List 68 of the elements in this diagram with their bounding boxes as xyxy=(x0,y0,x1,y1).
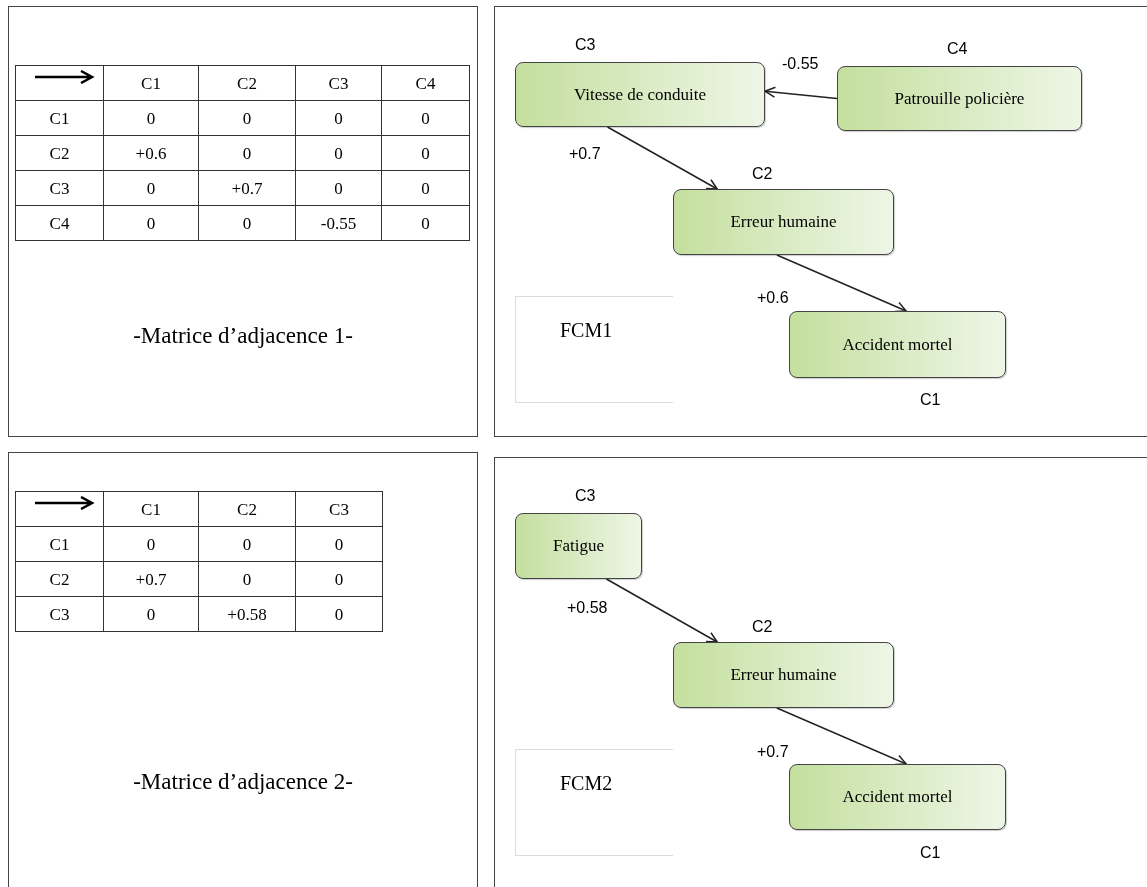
table-cell: 0 xyxy=(295,170,382,206)
header-cell: C3 xyxy=(295,65,382,101)
concept-label: Fatigue xyxy=(553,535,604,558)
panel-frame xyxy=(8,452,478,887)
table-cell: 0 xyxy=(381,170,470,206)
table-cell: 0 xyxy=(295,561,383,597)
panel-frame xyxy=(494,6,1147,437)
panel-frame xyxy=(494,457,1147,887)
table-cell: 0 xyxy=(103,526,199,562)
table-cell: 0 xyxy=(381,100,470,136)
table-cell: 0 xyxy=(295,526,383,562)
header-cell: C3 xyxy=(15,596,104,632)
header-cell: C2 xyxy=(198,65,296,101)
matrix-caption: -Matrice d’adjacence 2- xyxy=(132,768,354,796)
table-cell: 0 xyxy=(103,205,199,241)
matrix-caption: -Matrice d’adjacence 1- xyxy=(132,322,354,350)
arrow xyxy=(605,578,718,643)
arrow xyxy=(606,126,718,190)
header-cell: C1 xyxy=(15,526,104,562)
table-cell: 0 xyxy=(198,135,296,171)
concept-label: Erreur humaine xyxy=(730,664,837,687)
table-cell: 0 xyxy=(295,596,383,632)
table-cell: +0.7 xyxy=(198,170,296,206)
concept-label: Vitesse de conduite xyxy=(573,83,707,106)
table-cell: 0 xyxy=(103,170,199,206)
table-cell: 0 xyxy=(103,100,199,136)
header-cell: C1 xyxy=(15,100,104,136)
concept-id: C3 xyxy=(575,35,596,55)
concept-label: Erreur humaine xyxy=(730,211,837,234)
header-cell: C3 xyxy=(295,491,383,527)
concept-id: C1 xyxy=(920,390,941,410)
concept-id: C2 xyxy=(752,164,773,184)
note-box xyxy=(515,749,673,856)
header-cell: C2 xyxy=(15,135,104,171)
table-cell: 0 xyxy=(198,205,296,241)
table-cell: 0 xyxy=(198,100,296,136)
table-cell: 0 xyxy=(295,100,382,136)
table-cell: +0.7 xyxy=(103,561,199,597)
arrow xyxy=(776,707,907,766)
note-box xyxy=(515,296,673,403)
table-cell: 0 xyxy=(381,205,470,241)
header-cell: C4 xyxy=(381,65,470,101)
concept-label: Accident mortel xyxy=(842,333,953,356)
table-cell: 0 xyxy=(295,135,382,171)
table-cell: +0.58 xyxy=(198,596,296,632)
header-cell: C4 xyxy=(15,205,104,241)
table-cell: 0 xyxy=(198,561,296,597)
panel-frame xyxy=(8,6,478,437)
concept-label: Patrouille policière xyxy=(894,87,1025,110)
header-cell: C2 xyxy=(198,491,296,527)
concept-label: Accident mortel xyxy=(842,786,953,809)
map-name: FCM2 xyxy=(560,771,613,796)
table-cell: 0 xyxy=(198,526,296,562)
concept-id: C2 xyxy=(752,617,773,637)
concept-id: C3 xyxy=(575,486,596,506)
arrow xyxy=(764,86,838,100)
header-cell: C1 xyxy=(103,491,199,527)
table-cell: +0.6 xyxy=(103,135,199,171)
table-cell: 0 xyxy=(103,596,199,632)
header-cell: C1 xyxy=(103,65,199,101)
concept-id: C4 xyxy=(947,39,968,59)
table-cell: -0.55 xyxy=(295,205,382,241)
header-cell: C2 xyxy=(15,561,104,597)
arrow xyxy=(776,254,907,313)
concept-id: C1 xyxy=(920,843,941,863)
map-name: FCM1 xyxy=(560,318,613,343)
table-cell: 0 xyxy=(381,135,470,171)
header-cell: C3 xyxy=(15,170,104,206)
